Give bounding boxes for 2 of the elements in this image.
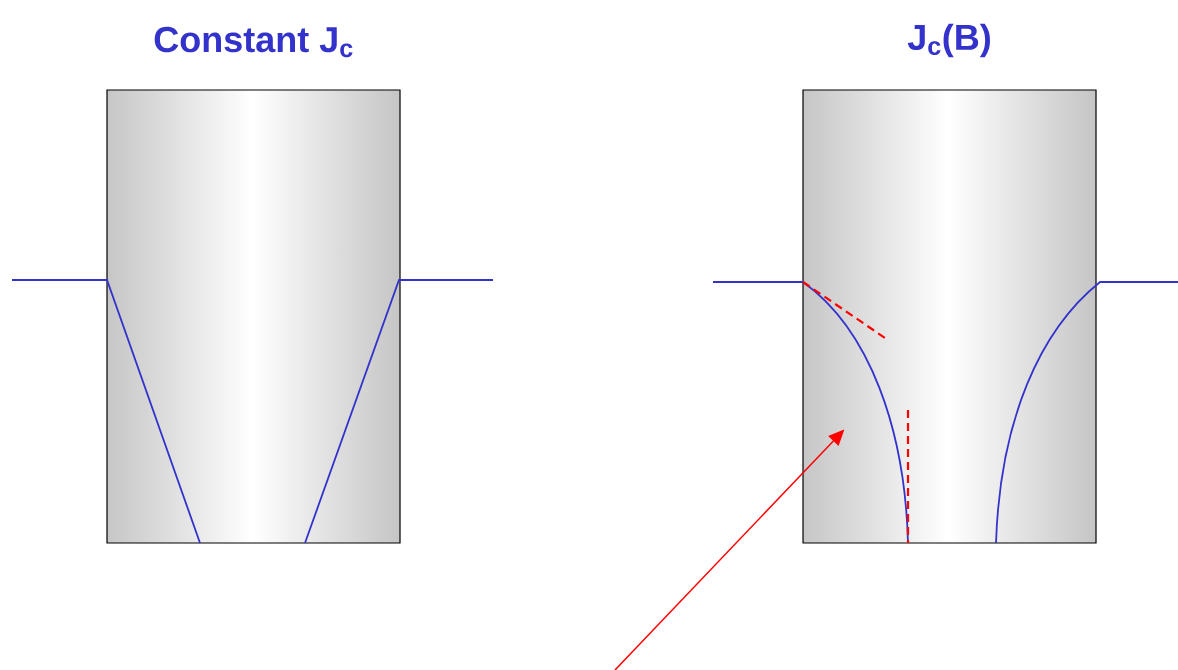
panel-title: Constant J$_{c}$ (154, 26, 353, 58)
panel-title: J$_{c}$(B) (907, 23, 990, 58)
